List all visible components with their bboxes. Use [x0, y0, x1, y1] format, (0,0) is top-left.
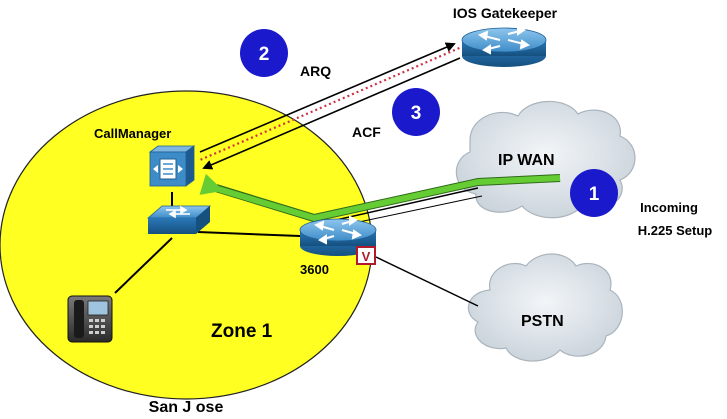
link-switch-router: [197, 231, 301, 237]
step-3-number: 3: [411, 103, 422, 124]
arq-arrow: [199, 42, 456, 153]
step-2-number: 2: [259, 44, 270, 65]
step-3-badge: 3: [392, 88, 440, 136]
zone-label: Zone 1: [211, 321, 273, 342]
acf-label: ACF: [352, 124, 381, 140]
router-3600-label: 3600: [300, 262, 329, 277]
step-1-badge: 1: [570, 169, 618, 217]
ip-wan-label: IP WAN: [498, 152, 555, 169]
gatekeeper-router-icon: [461, 25, 547, 67]
switch-icon: [146, 205, 212, 234]
router-3600-icon: [299, 215, 377, 256]
step-1-number: 1: [589, 184, 600, 205]
h225-setup-flow: [199, 173, 561, 222]
link-phone-switch: [114, 237, 173, 294]
site-label: San J ose: [149, 399, 224, 416]
link-router-wan-2: [339, 195, 483, 227]
incoming-label-line1: Incoming: [640, 200, 698, 215]
link-router-wan: [335, 187, 479, 221]
pstn-cloud: [467, 253, 623, 362]
voice-port-label: V: [362, 249, 371, 264]
pstn-label: PSTN: [521, 313, 564, 330]
voice-port-badge: V: [356, 246, 376, 265]
incoming-label-line2: H.225 Setup: [638, 223, 712, 238]
step-2-badge: 2: [240, 29, 288, 77]
ip-phone-icon: [67, 295, 113, 343]
callmanager-server-icon: [148, 145, 196, 187]
gatekeeper-label: IOS Gatekeeper: [453, 5, 558, 21]
arq-label: ARQ: [300, 63, 331, 79]
link-router-pstn: [375, 256, 479, 307]
callmanager-label: CallManager: [94, 126, 171, 141]
acf-arrow: [202, 57, 461, 170]
